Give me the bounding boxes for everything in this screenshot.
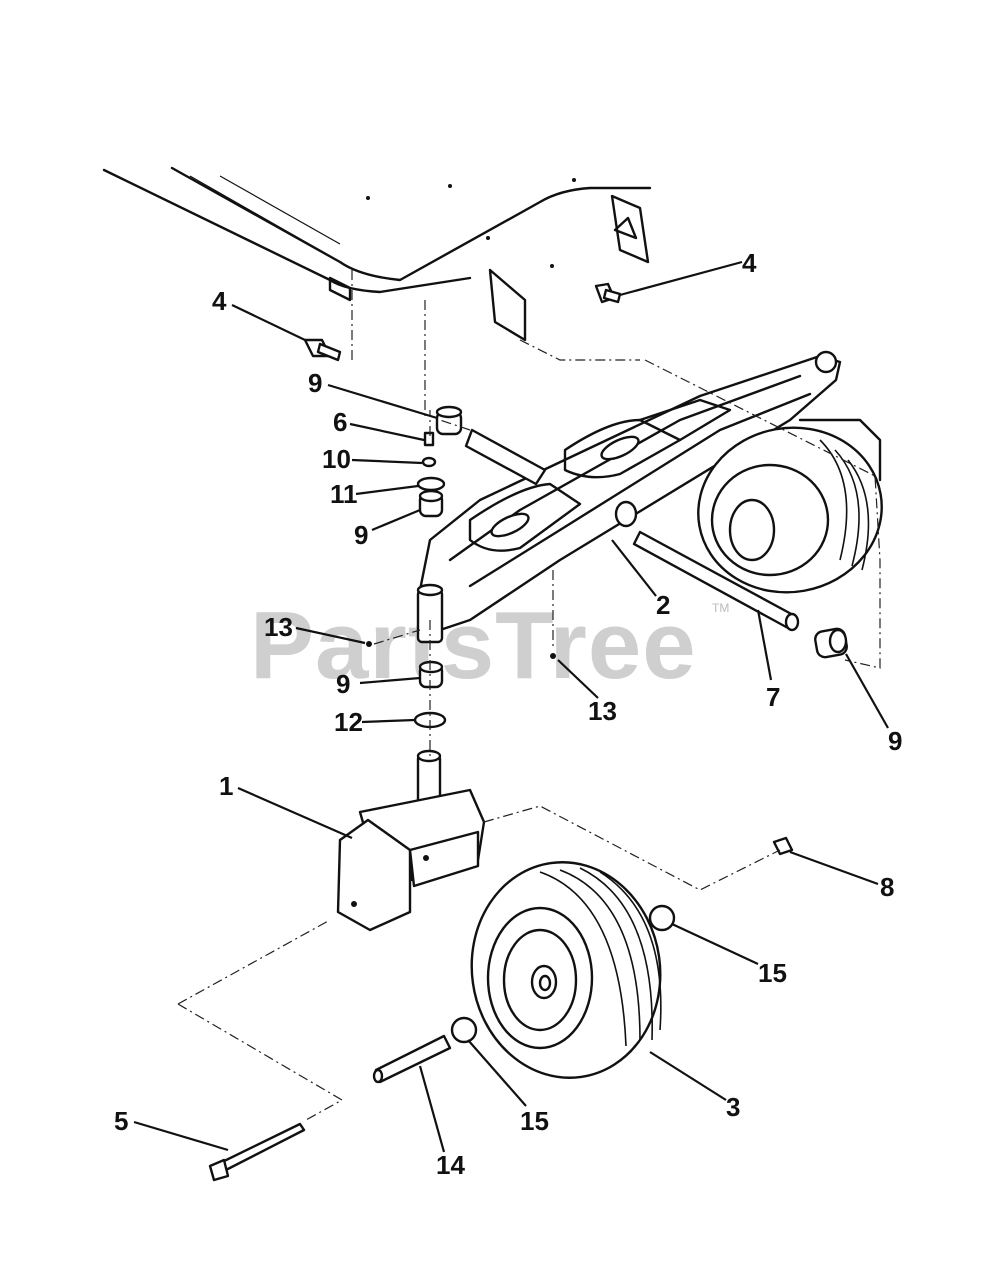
caster-wheel: [470, 861, 662, 1079]
bolt-5: [208, 1122, 306, 1182]
bolt-4-right: [594, 282, 622, 304]
axle-beam: [418, 350, 842, 632]
washer-11: [416, 476, 446, 492]
bushing-9-upper: [418, 489, 444, 518]
callout-6: 6: [333, 407, 347, 437]
callout-9-lower: 9: [336, 669, 350, 699]
callout-15-right: 15: [758, 958, 787, 988]
callout-4-right: 4: [742, 248, 757, 278]
callout-14: 14: [436, 1150, 465, 1180]
callout-1: 1: [219, 771, 233, 801]
nut-8: [772, 836, 794, 856]
set-screw-13-right: [550, 653, 556, 659]
callout-2: 2: [656, 590, 670, 620]
bolt-4-left: [303, 338, 342, 362]
callout-5: 5: [114, 1106, 128, 1136]
spindle-tube: [416, 583, 444, 644]
bushing-9-lower: [418, 660, 444, 689]
spacer-15-right: [648, 904, 676, 932]
nut-10: [421, 456, 437, 468]
callout-11: 11: [330, 479, 358, 509]
callout-8: 8: [880, 872, 894, 902]
spacer-15-left: [450, 1016, 478, 1044]
callout-7: 7: [766, 682, 780, 712]
right-wheel-assembly: [697, 418, 883, 594]
bushing-9-top: [435, 405, 463, 436]
callout-13-right: 13: [588, 696, 617, 726]
callout-9-upper: 9: [354, 520, 368, 550]
callout-13-left: 13: [264, 612, 293, 642]
assembly-lines: [177, 270, 881, 1121]
bolt-6: [423, 431, 435, 447]
callout-12: 12: [334, 707, 363, 737]
callout-15-left: 15: [520, 1106, 549, 1136]
callout-10: 10: [322, 444, 351, 474]
pin-7: [632, 530, 800, 632]
callout-4-left: 4: [212, 286, 227, 316]
callout-3: 3: [726, 1092, 740, 1122]
callout-9-top: 9: [308, 368, 322, 398]
watermark-trademark: TM: [712, 601, 729, 615]
deck-frame: [102, 166, 652, 342]
axle-pin-14: [372, 1034, 452, 1084]
callout-9-right: 9: [888, 726, 902, 756]
bushing-9-right: [814, 627, 848, 659]
leader-lines: [133, 260, 889, 1153]
pin-top-left: [464, 428, 547, 486]
caster-fork: [336, 749, 486, 932]
set-screw-13-left: [366, 641, 372, 647]
